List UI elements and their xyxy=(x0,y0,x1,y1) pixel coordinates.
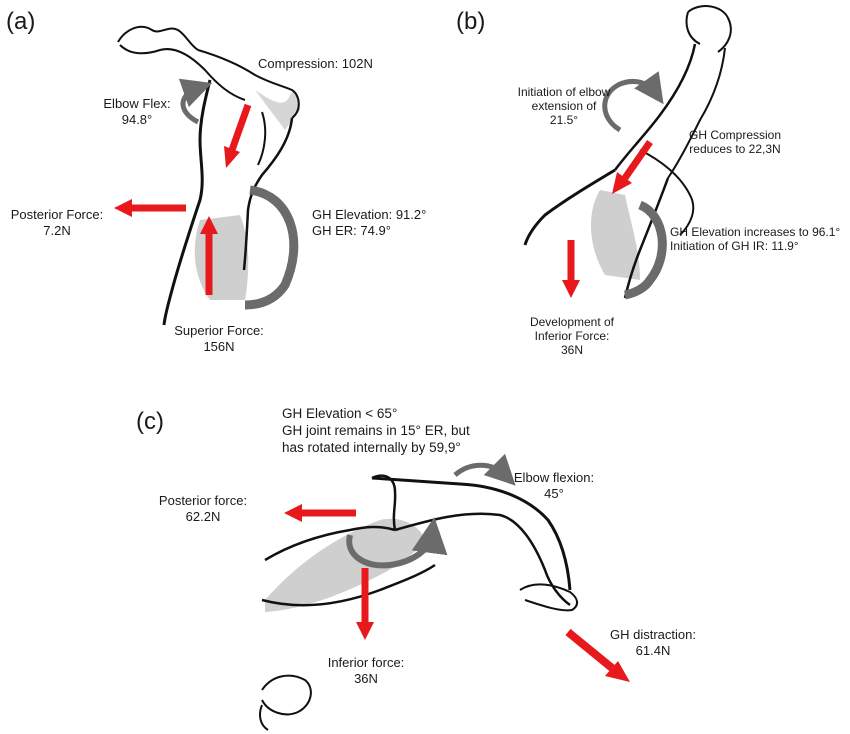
label-line: 94.8° xyxy=(121,112,153,127)
label-line: 21.5° xyxy=(549,113,579,127)
label-line: 156N xyxy=(203,339,235,354)
panel-b-figure xyxy=(523,5,732,300)
panel-b-label: (b) xyxy=(456,8,486,35)
label-line: GH distraction: xyxy=(610,627,696,642)
label-line: GH Compression xyxy=(688,128,782,142)
panel-a-superior-force-label: Superior Force: 156N xyxy=(164,323,274,355)
label-line: Posterior force: xyxy=(158,493,248,508)
label-line: 45° xyxy=(544,486,564,501)
label-line: 7.2N xyxy=(43,223,71,238)
label-line: Development of xyxy=(529,315,615,329)
panel-c-inferior-arrow xyxy=(356,568,374,640)
panel-c-figure xyxy=(259,453,578,731)
panel-a-label: (a) xyxy=(6,8,36,35)
panel-a-posterior-force-label: Posterior Force: 7.2N xyxy=(2,207,112,239)
panel-b-inferior-arrow xyxy=(562,240,580,298)
panel-c-posterior-arrow xyxy=(284,504,356,522)
panel-a-superior-arrow xyxy=(200,216,218,295)
panel-a-gh-label: GH Elevation: 91.2° GH ER: 74.9° xyxy=(312,207,426,239)
panel-a-elbow-flex-label: Elbow Flex: 94.8° xyxy=(92,96,182,128)
panel-c-gh-notes: GH Elevation < 65° GH joint remains in 1… xyxy=(282,405,470,456)
label-line: 61.4N xyxy=(635,643,671,658)
panel-b-gh-elevation-label: GH Elevation increases to 96.1° Initiati… xyxy=(670,225,840,253)
label-line: Elbow flexion: xyxy=(513,470,595,485)
label-line: Inferior force: xyxy=(327,655,405,670)
label-line: Initiation of elbow xyxy=(517,85,611,99)
panel-b-compression-arrow xyxy=(612,140,653,194)
label-line: reduces to 22,3N xyxy=(689,142,781,156)
panel-c-label: (c) xyxy=(136,408,164,435)
label-line: GH joint remains in 15° ER, but xyxy=(282,423,470,438)
label-line: has rotated internally by 59,9° xyxy=(282,440,461,455)
label-line: GH ER: 74.9° xyxy=(312,223,391,238)
panel-a-compression-label: Compression: 102N xyxy=(258,56,373,71)
panel-c-gh-distraction-label: GH distraction: 61.4N xyxy=(598,627,708,659)
label-line: Elbow Flex: xyxy=(103,96,171,111)
panel-c-inferior-force-label: Inferior force: 36N xyxy=(314,655,418,687)
panel-b-elbow-extension-label: Initiation of elbow extension of 21.5° xyxy=(508,85,620,127)
panel-b-gh-compression-label: GH Compression reduces to 22,3N xyxy=(680,128,790,156)
panel-c-elbow-flexion-label: Elbow flexion: 45° xyxy=(498,470,610,502)
label-line: Posterior Force: xyxy=(10,207,104,222)
label-line: extension of xyxy=(531,99,597,113)
panel-c-distraction-arrow xyxy=(565,628,630,682)
panel-c-posterior-force-label: Posterior force: 62.2N xyxy=(148,493,258,525)
panel-a-posterior-arrow xyxy=(114,199,186,217)
panel-b-inferior-force-label: Development of Inferior Force: 36N xyxy=(520,315,624,357)
panel-a-compression-arrow xyxy=(224,103,252,168)
label-line: Initiation of GH IR: 11.9° xyxy=(670,239,799,253)
label-line: GH Elevation increases to 96.1° xyxy=(670,225,841,239)
label-line: GH Elevation: 91.2° xyxy=(312,207,427,222)
label-line: GH Elevation < 65° xyxy=(282,406,398,421)
label-line: Superior Force: xyxy=(174,323,264,338)
label-line: 36N xyxy=(560,343,583,357)
label-line: 36N xyxy=(354,671,378,686)
label-line: 62.2N xyxy=(185,509,221,524)
label-line: Inferior Force: xyxy=(534,329,610,343)
